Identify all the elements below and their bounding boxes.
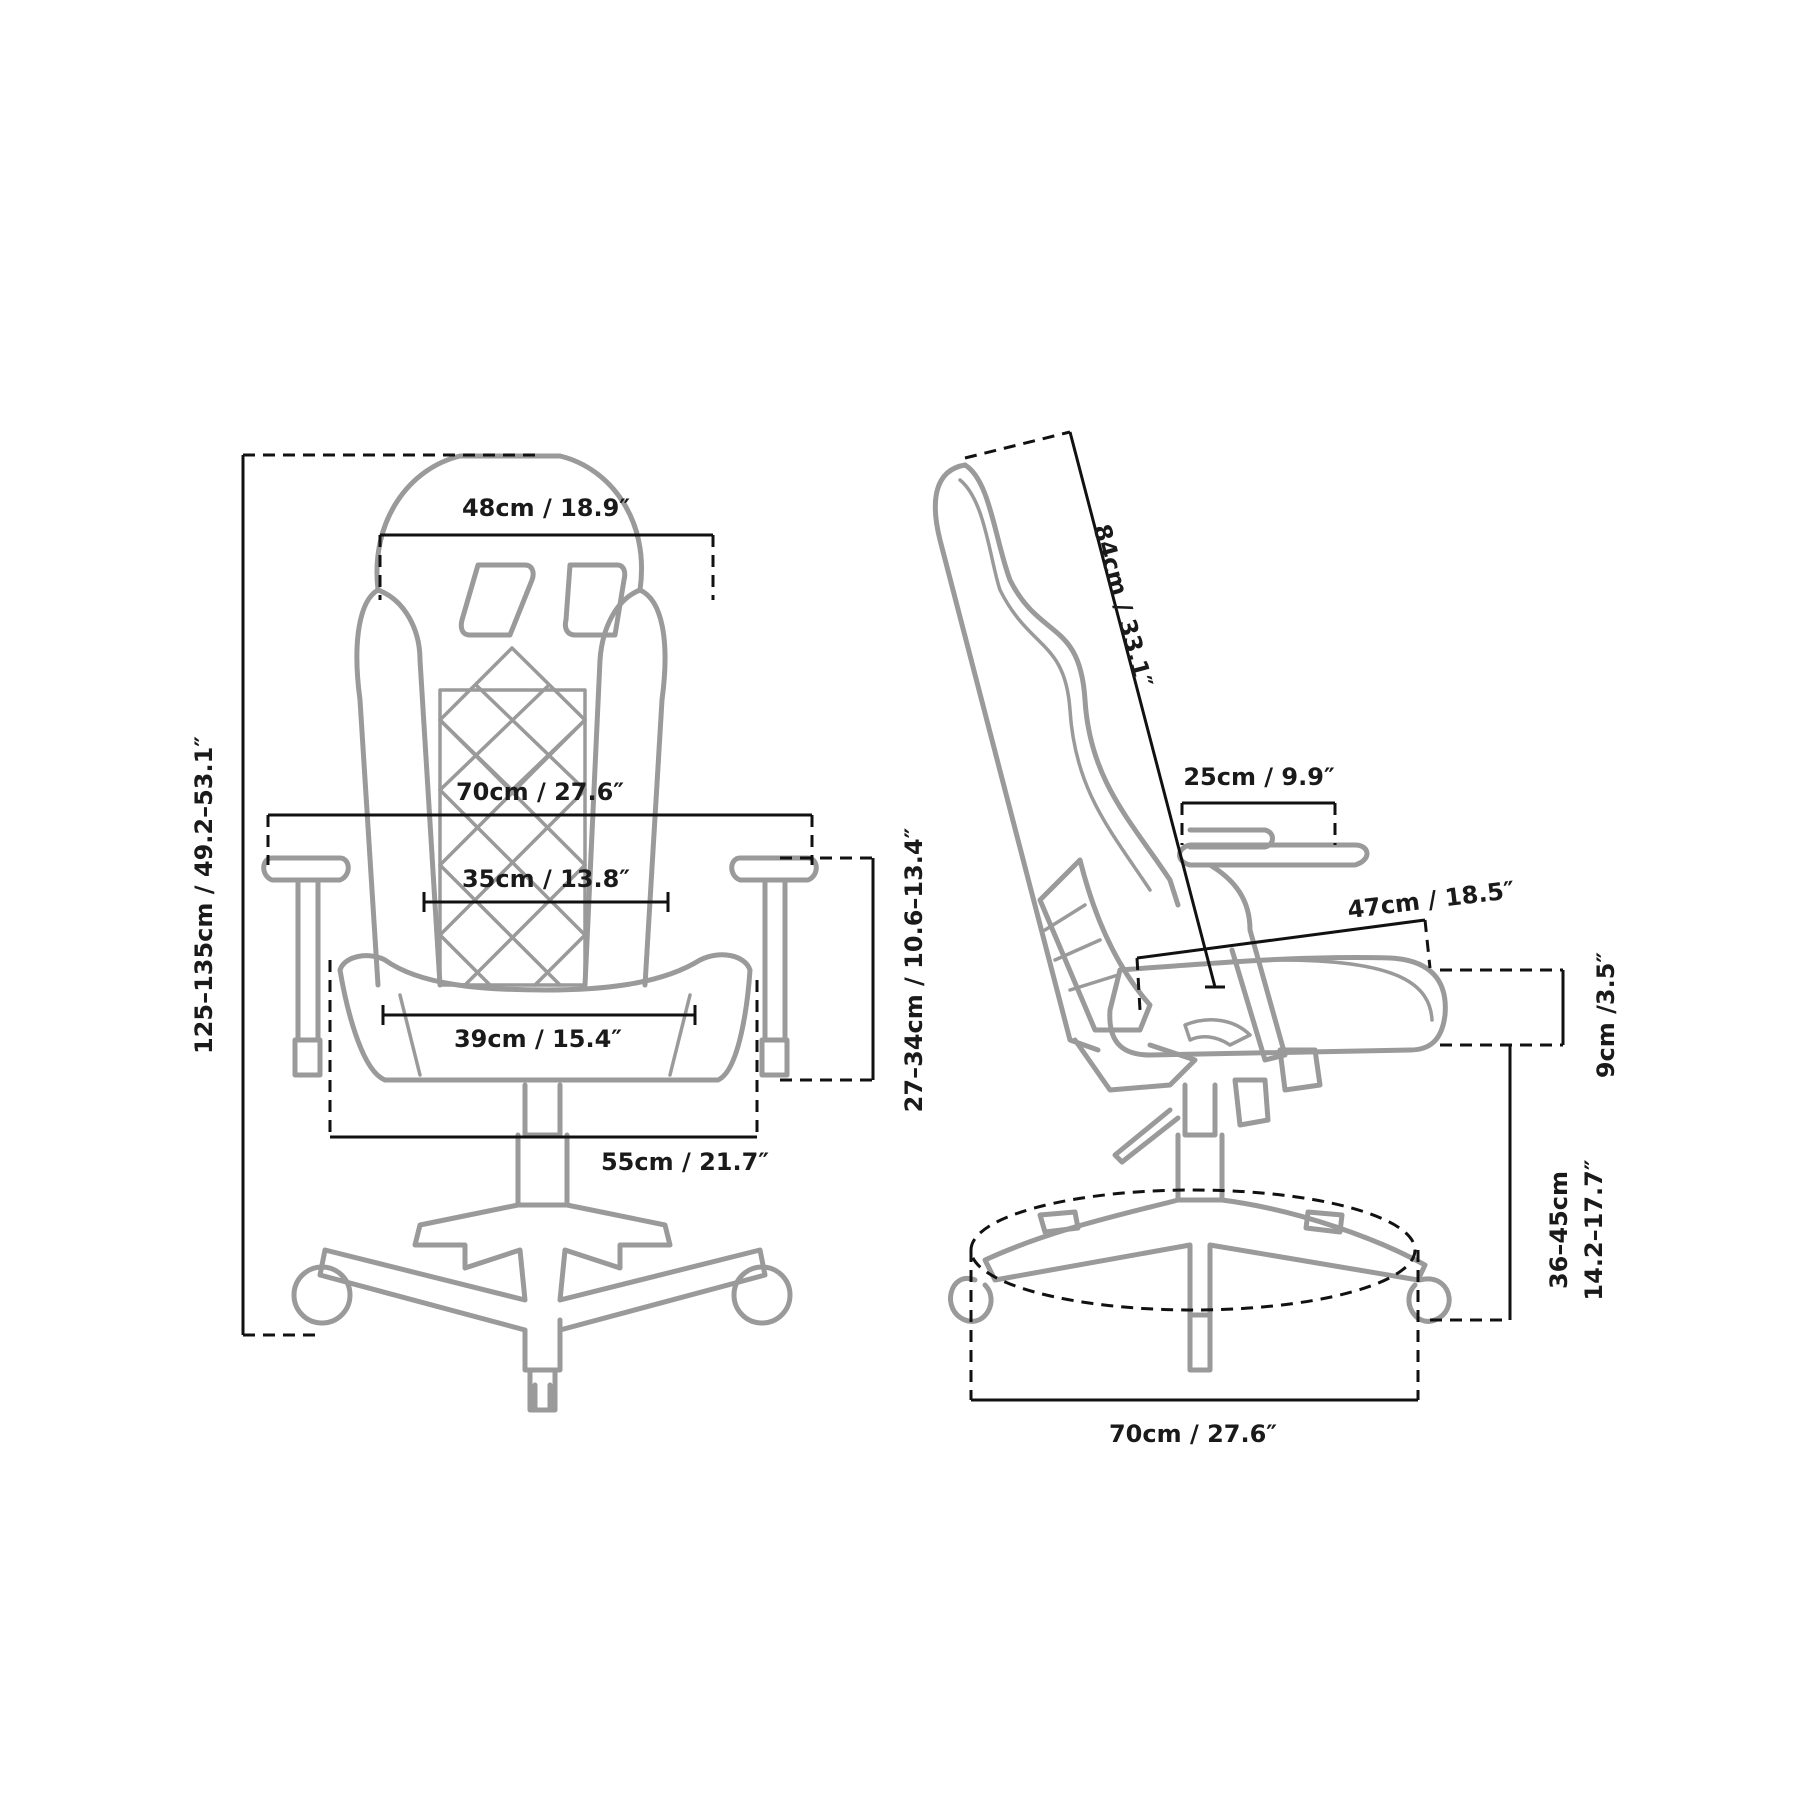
seat-height-cm-label: 36–45cm bbox=[1545, 1171, 1573, 1289]
overall-height-label: 125–135cm / 49.2–53.1″ bbox=[190, 736, 218, 1054]
seat-outer-width-label: 55cm / 21.7″ bbox=[601, 1148, 769, 1176]
side-view-chair bbox=[932, 462, 1452, 1373]
seat-width-label: 39cm / 15.4″ bbox=[454, 1025, 622, 1053]
armrest-span-label: 70cm / 27.6″ bbox=[456, 778, 624, 806]
armrest-height-label: 27–34cm / 10.6–13.4″ bbox=[900, 827, 928, 1112]
backrest-length-label: 84cm / 33.1″ bbox=[1087, 521, 1158, 691]
side-view-dimensions bbox=[964, 430, 1565, 1402]
seat-height-in-label: 14.2–17.7″ bbox=[1580, 1159, 1608, 1300]
headrest-width-label: 48cm / 18.9″ bbox=[462, 494, 630, 522]
seat-depth-label: 47cm / 18.5″ bbox=[1346, 876, 1516, 924]
seat-thickness-label: 9cm /3.5″ bbox=[1592, 952, 1620, 1079]
backrest-width-label: 35cm / 13.8″ bbox=[462, 865, 630, 893]
armrest-length-label: 25cm / 9.9″ bbox=[1183, 763, 1335, 791]
front-view-dimensions bbox=[241, 453, 875, 1337]
front-view-chair bbox=[261, 453, 819, 1413]
base-diameter-label: 70cm / 27.6″ bbox=[1109, 1420, 1277, 1448]
